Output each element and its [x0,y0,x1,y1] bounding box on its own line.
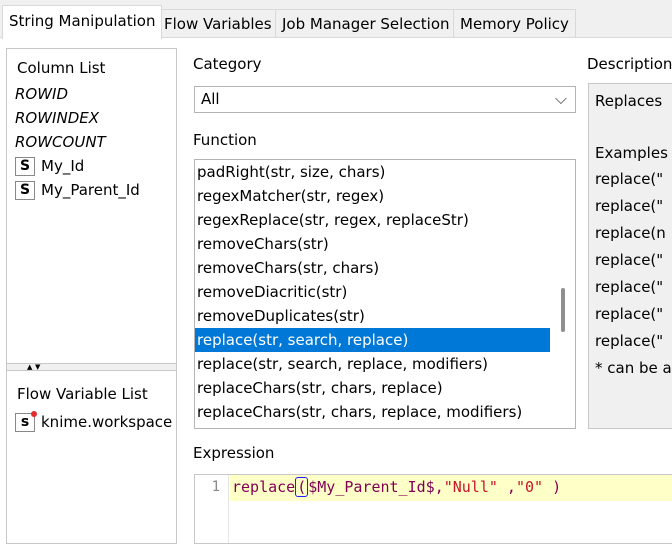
current-code-line[interactable]: replace($My_Parent_Id$,"Null" ,"0" ) [230,475,672,501]
description-panel: Replaces Examples replace(" replace(" re… [588,83,672,429]
line-number: 1 [211,479,220,495]
left-column: Column List ROWID ROWINDEX ROWCOUNT S My_… [6,48,177,544]
description-line: replace(" [595,305,664,323]
function-label: Function [193,131,257,149]
special-column-rowcount[interactable]: ROWCOUNT [15,133,106,151]
flow-variable-name: knime.workspace [41,413,173,431]
code-close-paren: ) [543,478,562,496]
flow-variable-string-icon: s [15,411,37,432]
code-open-paren: ( [295,477,309,497]
function-item[interactable]: replaceChars(str, chars, replace, modifi… [197,403,523,421]
function-item[interactable]: removeDuplicates(str) [197,307,365,325]
function-item[interactable]: removeChars(str, chars) [197,259,380,277]
column-item-my-id[interactable]: S My_Id [15,155,84,177]
code-string-replace: "0" [515,478,544,496]
code-comma: , [497,478,516,496]
panel-splitter[interactable]: ▲ ▼ [7,363,176,371]
description-line: replace(" [595,251,664,269]
expression-code: replace($My_Parent_Id$,"Null" ,"0" ) [232,477,562,497]
expression-editor[interactable]: 1 replace($My_Parent_Id$,"Null" ,"0" ) [194,474,672,544]
function-item[interactable]: padRight(str, size, chars) [197,163,386,181]
scrollbar-thumb[interactable] [561,288,565,332]
function-list[interactable]: padRight(str, size, chars) regexMatcher(… [194,159,576,429]
description-line: replace(" [595,332,664,350]
column-item-my-parent-id[interactable]: S My_Parent_Id [15,179,140,201]
special-column-rowid[interactable]: ROWID [15,85,69,103]
type-letter: s [20,414,30,430]
category-select[interactable]: All ⌵ [194,86,576,113]
special-column-rowindex[interactable]: ROWINDEX [15,109,100,127]
description-line: replace(" [595,278,664,296]
description-line: * can be a [595,359,672,377]
function-item[interactable]: removeDiacritic(str) [197,283,348,301]
column-name: My_Id [41,157,85,175]
category-selected-value: All [201,90,220,108]
string-type-icon: S [15,157,35,176]
code-comma: , [434,478,444,496]
description-line: Examples [595,144,668,162]
function-item[interactable]: regexMatcher(str, regex) [197,187,385,205]
description-line: replace(" [595,170,664,188]
string-type-icon: S [15,181,35,200]
function-item-selected[interactable]: replace(str, search, replace) [195,328,550,352]
flow-variable-item-knime-workspace[interactable]: s knime.workspace [15,411,172,433]
tab-string-manipulation[interactable]: String Manipulation [2,5,163,39]
flow-variable-list-title: Flow Variable List [17,385,148,403]
code-string-search: "Null" [443,478,498,496]
function-item[interactable]: regexReplace(str, regex, replaceStr) [197,211,469,229]
code-function-name: replace [232,478,296,496]
description-line: replace(" [595,197,664,215]
flow-variable-dot-icon [31,411,37,417]
tab-memory-policy[interactable]: Memory Policy [453,9,576,37]
description-line: replace(n [595,224,666,242]
collapse-down-icon[interactable]: ▼ [35,363,41,371]
function-item[interactable]: replace(str, search, replace, modifiers) [197,355,488,373]
dialog-content: Column List ROWID ROWINDEX ROWCOUNT S My_… [0,38,672,544]
collapse-up-icon[interactable]: ▲ [27,363,33,371]
tab-bar: String Manipulation Flow Variables Job M… [0,0,672,39]
function-list-scrollbar[interactable] [551,160,575,428]
description-line: Replaces [595,92,663,110]
column-list-title: Column List [17,59,106,77]
tab-flow-variables[interactable]: Flow Variables [157,9,279,37]
code-column-reference: $My_Parent_Id$ [308,478,435,496]
chevron-down-icon: ⌵ [554,89,567,108]
expression-label: Expression [193,444,275,462]
line-number-gutter: 1 [195,475,229,543]
tab-job-manager-selection[interactable]: Job Manager Selection [275,9,457,37]
function-item[interactable]: removeChars(str) [197,235,329,253]
function-item[interactable]: replaceChars(str, chars, replace) [197,379,443,397]
category-label: Category [193,55,262,73]
column-name: My_Parent_Id [41,181,140,199]
description-label: Description [587,55,672,73]
